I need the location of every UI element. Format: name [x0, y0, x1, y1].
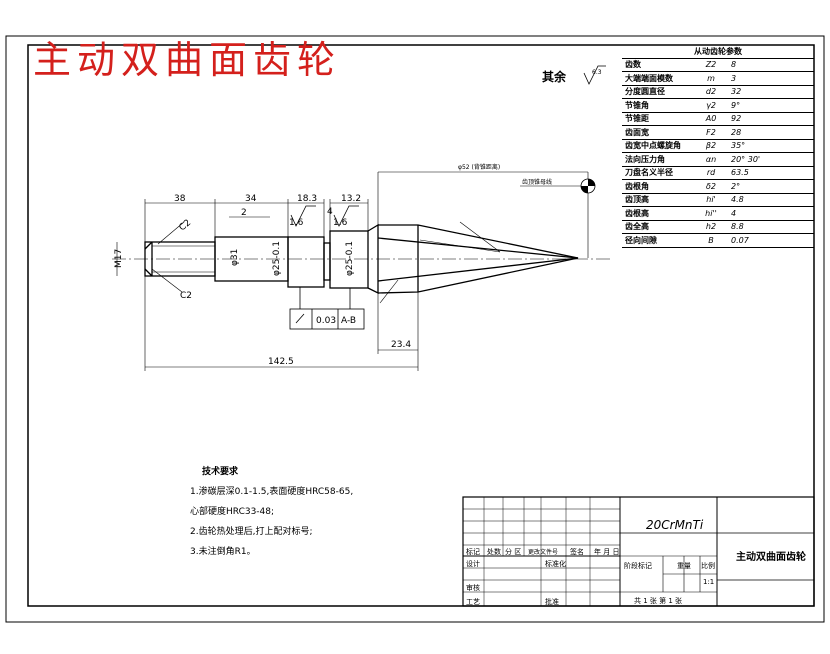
dim-c2-upper: C2: [178, 218, 194, 233]
tb-label-stage: 阶段标记: [624, 562, 652, 570]
gtol-frame: [289, 287, 365, 330]
roughness-rest-value: 6.3: [592, 69, 602, 76]
dim-23-4: 23.4: [391, 340, 411, 350]
top-dimension: φ52 (背锥距离): [458, 163, 500, 171]
tooth-note: 齿顶锥母线: [522, 178, 552, 186]
tb-label-standardize: 标准化: [545, 560, 566, 568]
tb-label-count: 处数: [487, 548, 501, 556]
dimension-lines: [116, 171, 589, 371]
tech-notes: 技术要求 1.渗碳层深0.1-1.5,表面硬度HRC58-65, 心部硬度HRC…: [190, 462, 353, 562]
tb-label-scale: 比例: [701, 562, 715, 570]
leader-lines: [151, 221, 501, 304]
tb-label-mark: 标记: [466, 548, 480, 556]
dim-4: 4: [327, 207, 333, 217]
roughness-symbol-1: [290, 205, 316, 227]
tb-scale-value: 1:1: [703, 578, 715, 586]
outer-border: [5, 35, 825, 623]
material: 20CrMnTi: [646, 518, 704, 532]
tech-note-line: 3.未注倒角R1。: [190, 547, 256, 557]
tech-note-line: 心部硬度HRC33-48;: [190, 507, 275, 517]
dim-phi25-a: φ25-0.1: [272, 241, 282, 276]
dim-phi25-b: φ25-0.1: [345, 241, 355, 276]
tb-label-process: 工艺: [466, 598, 480, 606]
tb-label-weight: 重量: [677, 562, 691, 570]
roughness-value-1: 1.6: [289, 218, 304, 228]
roughness-value-2: 1.6: [333, 218, 348, 228]
roughness-symbol-rest: [583, 65, 606, 85]
tech-note-line: 2.齿轮热处理后,打上配对标号;: [190, 527, 313, 537]
dim-phi31: φ31: [230, 249, 240, 266]
dim-34: 34: [245, 194, 257, 204]
tb-label-doc: 更改文件号: [528, 549, 559, 556]
surface-rest-label: 其余: [542, 70, 567, 84]
dim-2: 2: [241, 208, 247, 218]
tb-label-date: 年 月 日: [594, 548, 620, 556]
dim-38: 38: [174, 194, 186, 204]
tech-notes-title: 技术要求: [202, 467, 239, 477]
drawing-title: 主动双曲面齿轮: [33, 38, 342, 82]
tech-note-line: 1.渗碳层深0.1-1.5,表面硬度HRC58-65,: [190, 487, 354, 497]
tb-label-check: 审核: [466, 584, 480, 592]
tb-sheets: 共 1 张 第 1 张: [634, 597, 683, 605]
thread-lines: [152, 245, 215, 273]
drawing-name: 主动双曲面齿轮: [736, 552, 806, 563]
tb-label-zone: 分 区: [505, 548, 522, 556]
tb-label-approve: 批准: [545, 598, 559, 606]
gtol-value: 0.03: [316, 316, 336, 326]
dim-18-3: 18.3: [297, 194, 317, 204]
roughness-symbol-2: [333, 205, 359, 227]
shaft-outline: [144, 223, 579, 295]
dim-13-2: 13.2: [341, 194, 361, 204]
dim-m17: M17: [114, 249, 124, 268]
title-block: [462, 496, 815, 607]
inner-border: [27, 44, 815, 607]
dim-c2-lower: C2: [180, 291, 192, 301]
tb-label-design: 设计: [466, 560, 480, 568]
gtol-datum: A-B: [341, 316, 356, 326]
tb-label-sign: 签名: [570, 548, 584, 556]
dim-142-5: 142.5: [268, 357, 294, 367]
params-header: 从动齿轮参数: [622, 45, 814, 59]
